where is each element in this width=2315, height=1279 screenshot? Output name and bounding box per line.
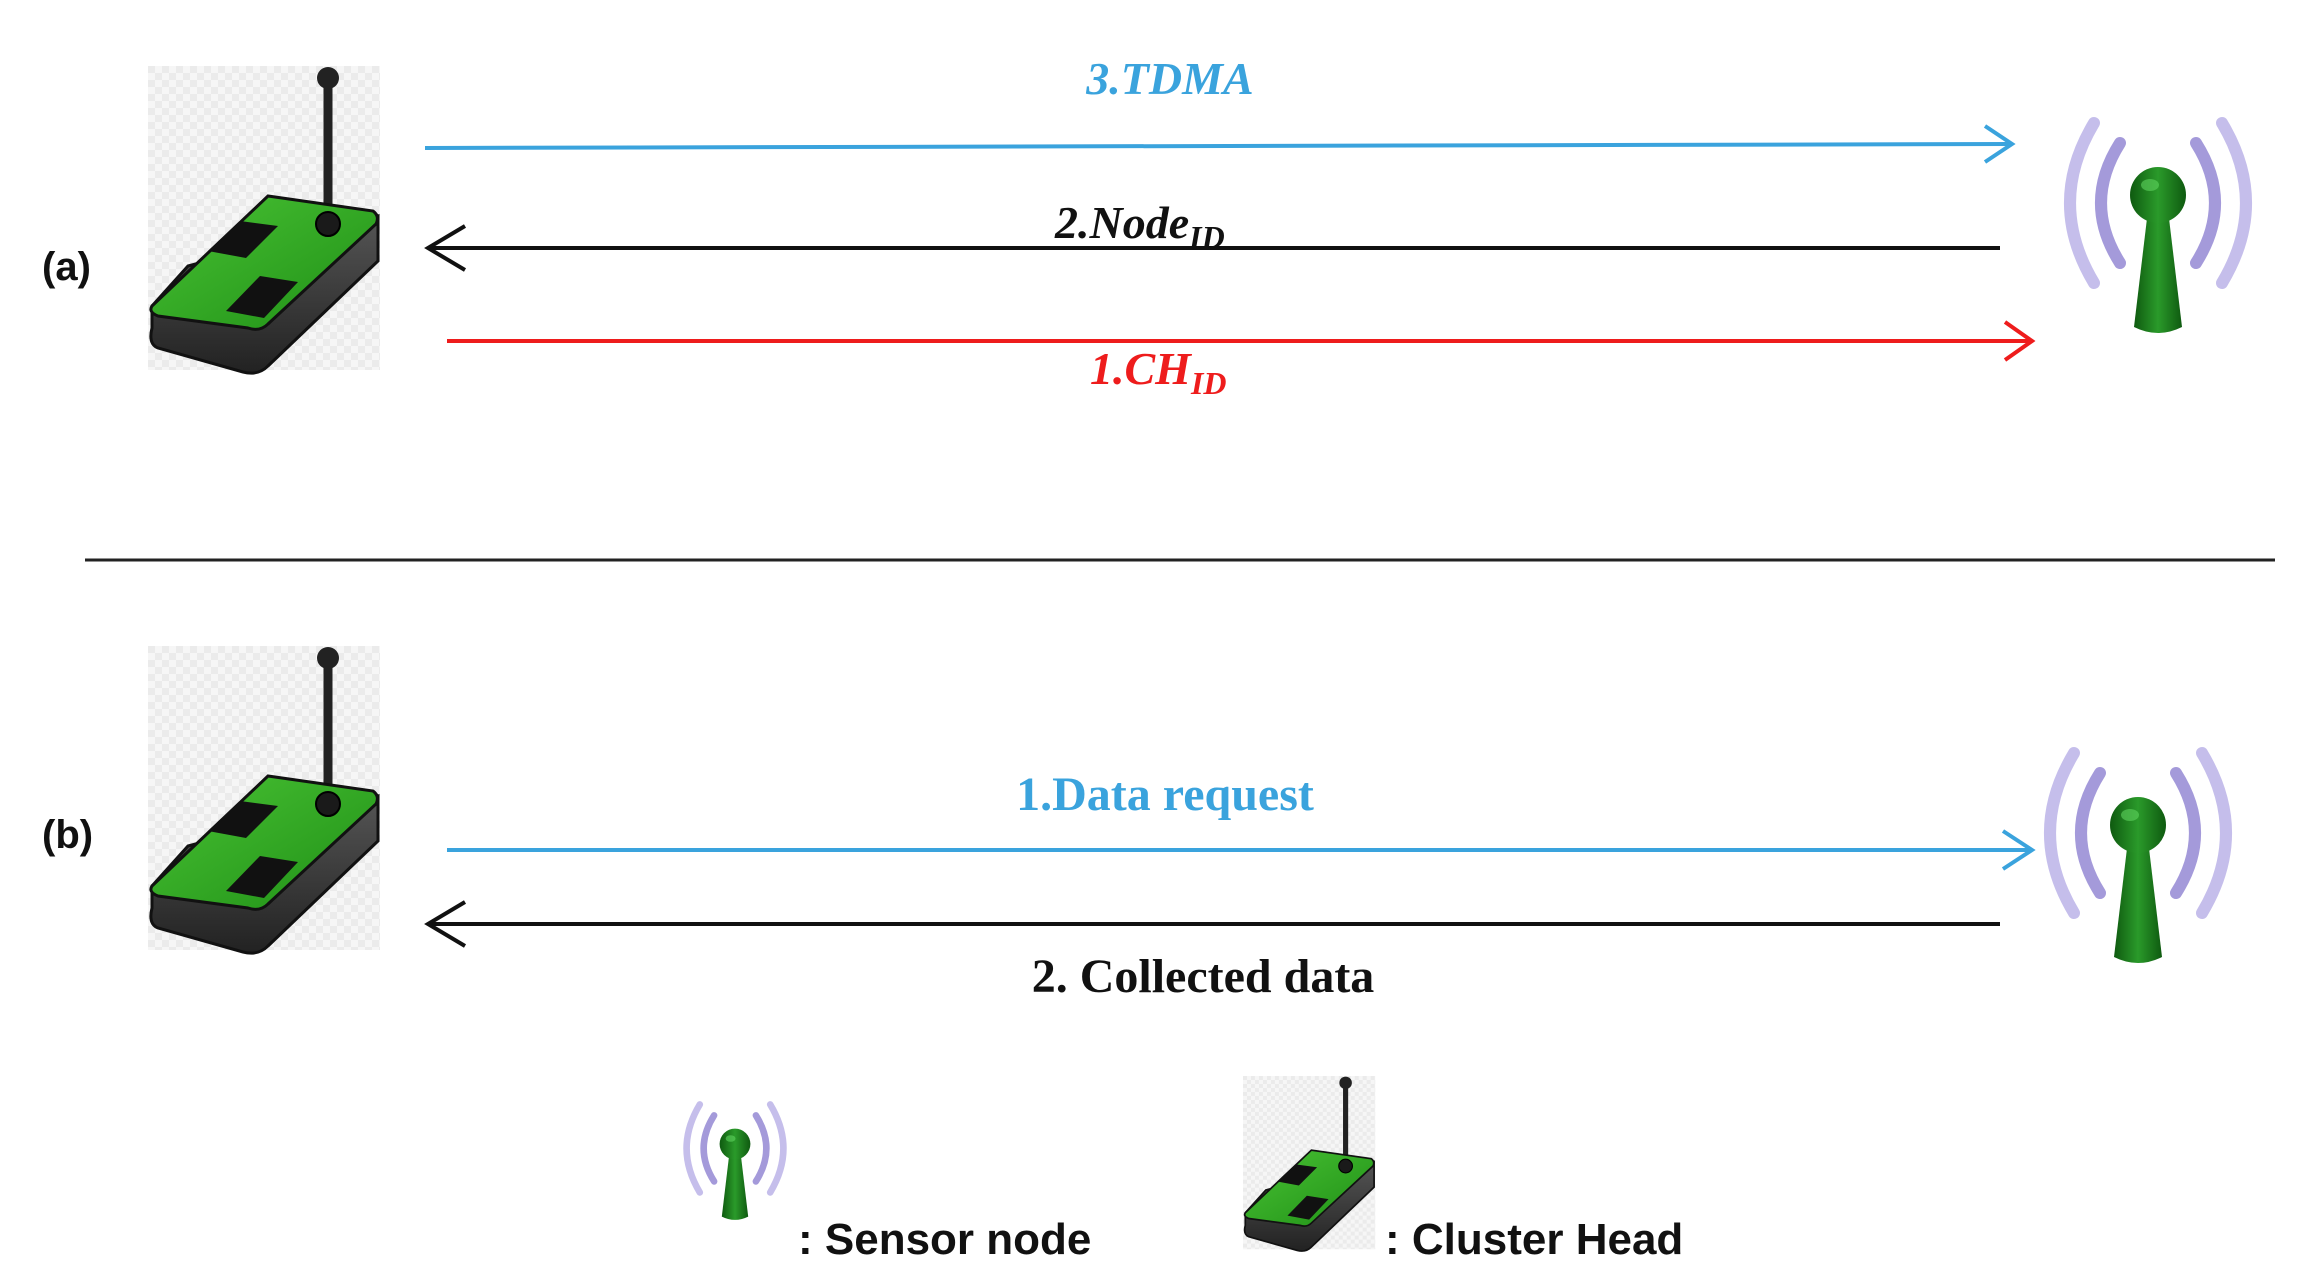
legend-cluster-head-label: : Cluster Head bbox=[1385, 1215, 1683, 1264]
legend-cluster-head-icon bbox=[1243, 1076, 1375, 1251]
arrowhead-tdma bbox=[1983, 124, 2016, 164]
panel-b: (b) 1.Data request 2. Collected data bbox=[42, 646, 2226, 1003]
sensor-node-icon bbox=[2050, 753, 2226, 963]
legend-sensor-node-label: : Sensor node bbox=[798, 1215, 1091, 1264]
msg-tdma-num: 3. bbox=[1085, 53, 1121, 104]
cluster-head-icon bbox=[148, 66, 380, 373]
panel-a: (a) 3.TDMA 2.NodeID 1.CHID bbox=[42, 53, 2246, 401]
msg-node-id-num: 2. bbox=[1054, 197, 1090, 248]
arrowhead-data-request bbox=[2001, 829, 2036, 871]
arrowhead-ch-id bbox=[2003, 320, 2036, 362]
cluster-head-icon bbox=[148, 646, 380, 953]
msg-node-id-sub: ID bbox=[1188, 219, 1225, 255]
msg-collected-data-label: 2. Collected data bbox=[1032, 950, 1375, 1003]
arrowhead-node-id bbox=[424, 224, 467, 272]
msg-node-id-label: 2.NodeID bbox=[1054, 197, 1225, 255]
msg-ch-id-sub: ID bbox=[1190, 365, 1227, 401]
msg-ch-id-num: 1. bbox=[1090, 343, 1125, 394]
legend: : Sensor node : Cluster Head bbox=[687, 1076, 1683, 1264]
arrowhead-collected-data bbox=[424, 900, 467, 948]
msg-ch-id-text: CH bbox=[1125, 343, 1193, 394]
msg-data-request-label: 1.Data request bbox=[1016, 768, 1314, 821]
panel-a-label: (a) bbox=[42, 245, 91, 289]
msg-ch-id-label: 1.CHID bbox=[1090, 343, 1227, 401]
msg-tdma-text: TDMA bbox=[1121, 53, 1254, 104]
arrow-tdma bbox=[424, 142, 2011, 150]
sensor-node-icon bbox=[2070, 123, 2246, 333]
msg-tdma-label: 3.TDMA bbox=[1085, 53, 1253, 104]
legend-sensor-node-icon bbox=[687, 1104, 784, 1220]
msg-node-id-text: Node bbox=[1089, 197, 1190, 248]
panel-b-label: (b) bbox=[42, 813, 93, 857]
